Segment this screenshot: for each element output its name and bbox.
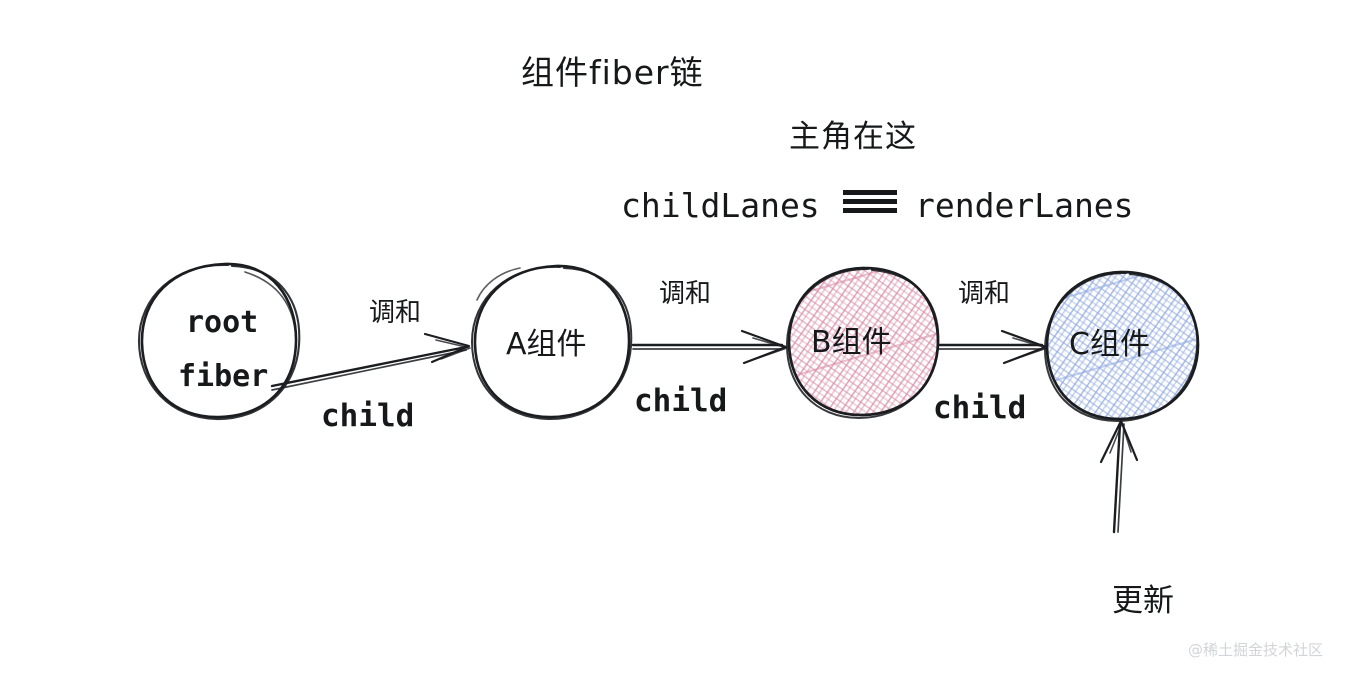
node-c-label: C组件 (1069, 327, 1150, 362)
update-arrow-label: 更新 (1112, 583, 1174, 619)
edge-b-to-c-label-top: 调和 (958, 279, 1011, 309)
edge-update-to-c (1099, 419, 1139, 534)
renderlanes-label: renderLanes (915, 186, 1134, 225)
edge-a-to-b-label-bottom: child (634, 383, 728, 419)
edge-b-to-c-label-bottom: child (933, 390, 1027, 426)
node-b-shape[interactable] (780, 250, 950, 420)
node-root-fiber-label-line2: fiber (178, 359, 269, 394)
edge-a-to-b-label-top: 调和 (659, 279, 712, 309)
node-a-label: A组件 (506, 327, 587, 362)
node-b-label: B组件 (811, 325, 892, 360)
edge-root-to-a-label-top: 调和 (369, 298, 422, 328)
node-root-fiber-label-line1: root (186, 305, 259, 340)
edge-root-to-a-label-bottom: child (321, 398, 415, 434)
watermark: @稀土掘金技术社区 (1188, 641, 1324, 659)
edge-root-to-a (270, 332, 471, 391)
diagram-subtitle: 主角在这 (789, 119, 917, 155)
edge-b-to-c (936, 329, 1048, 365)
node-a-shape[interactable] (470, 264, 633, 421)
node-c-shape[interactable] (1040, 255, 1210, 423)
diagram-title: 组件fiber链 (521, 53, 704, 92)
childlanes-label: childLanes (621, 186, 820, 225)
node-root-fiber-shape[interactable] (137, 262, 301, 421)
strict-equality-operator-icon (843, 190, 897, 214)
edge-a-to-b (631, 329, 788, 365)
